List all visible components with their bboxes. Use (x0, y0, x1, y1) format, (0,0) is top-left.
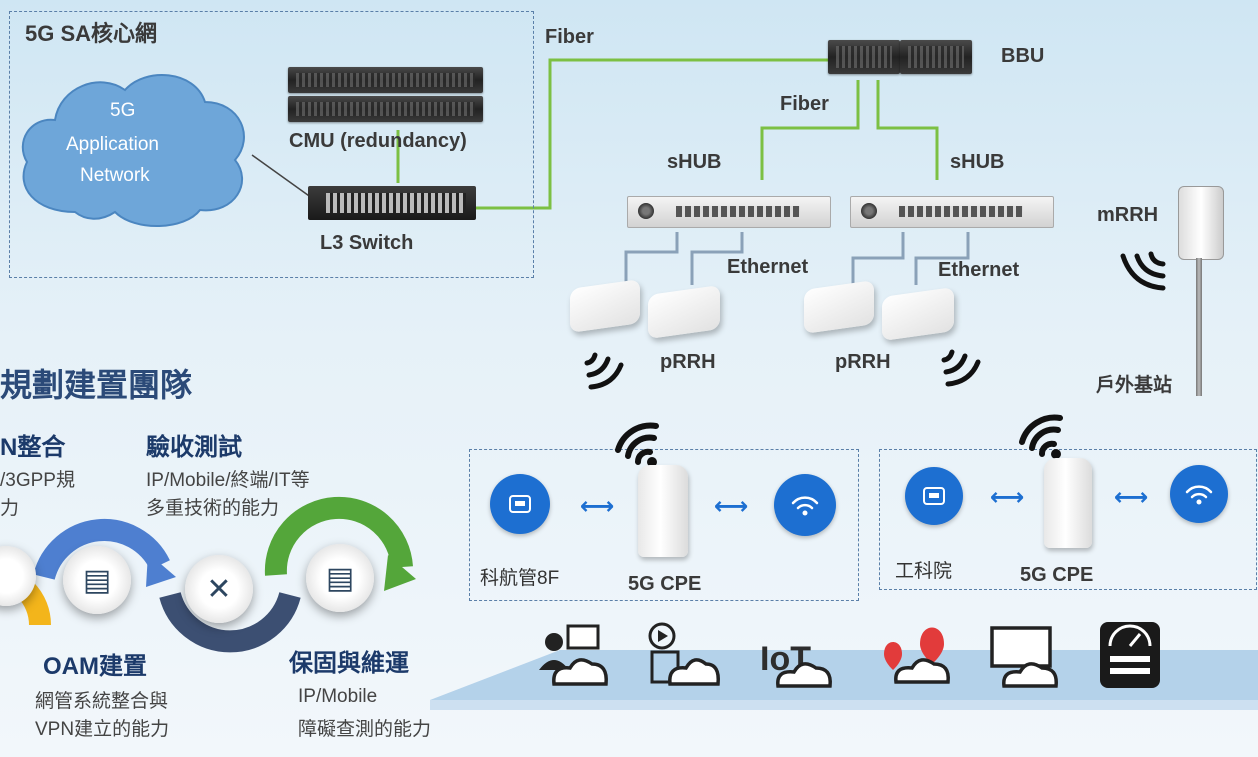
cpe-right-label: 5G CPE (1020, 564, 1094, 586)
double-arrow-icon: ⟷ (1114, 484, 1149, 511)
team-item3-head: OAM建置 (43, 653, 147, 680)
cloud-to-switch-line (251, 154, 313, 199)
signal-wave-icon (584, 352, 624, 390)
core-network-zone (9, 11, 534, 278)
fiber-bbu-to-shub-left (760, 80, 860, 180)
site-zone-left (469, 449, 859, 601)
mrrh-label: mRRH (1097, 204, 1159, 226)
bbu-server-2 (900, 40, 972, 74)
shub-right-label: sHUB (950, 151, 1005, 173)
team-item1-desc-1: /3GPP規 (0, 470, 75, 491)
fiber-lines (396, 58, 939, 210)
cpe-device-left (638, 465, 688, 557)
mrrh-antenna (1178, 186, 1224, 260)
team-item1-desc-2: 力 (0, 498, 20, 519)
cloud-label-2: Application (66, 134, 159, 155)
team-item2-desc-2: 多重技術的能力 (146, 498, 280, 519)
l3-switch-label: L3 Switch (320, 232, 414, 254)
media-cloud-icon (648, 622, 720, 686)
site-zone-right (879, 449, 1257, 590)
team-title: 規劃建置團隊 (0, 367, 193, 403)
team-item3-desc-2: VPN建立的能力 (35, 719, 170, 740)
team-item1-head: N整合 (0, 434, 66, 461)
core-network-title: 5G SA核心網 (25, 21, 158, 46)
fiber-label-mid: Fiber (780, 93, 829, 115)
cmu-server-2 (288, 96, 483, 122)
site-right-label: 工科院 (895, 561, 953, 582)
cloud-icon (21, 74, 245, 228)
team-item4-desc-1: IP/Mobile (298, 686, 378, 707)
outdoor-pole (1196, 258, 1202, 396)
wifi-icon (1170, 465, 1228, 523)
prrh-right-label: pRRH (835, 351, 891, 373)
tools-icon: ✕ (185, 555, 253, 623)
outdoor-station-label: 戶外基站 (1096, 375, 1173, 396)
team-item2-head: 驗收測試 (146, 434, 242, 461)
double-arrow-icon: ⟷ (990, 484, 1025, 511)
signal-wave-icon (941, 349, 981, 387)
prrh-left-label: pRRH (660, 351, 716, 373)
cpe-left-label: 5G CPE (628, 573, 702, 595)
fiber-switch-to-bbu (475, 58, 830, 210)
team-item2-desc-1: IP/Mobile/終端/IT等 (146, 470, 310, 491)
double-arrow-icon: ⟷ (580, 493, 615, 520)
shub-left-label: sHUB (667, 151, 722, 173)
shub-right-device (850, 196, 1054, 228)
presentation-board-icon: ▤ (63, 546, 131, 614)
cpe-device-right (1044, 458, 1092, 548)
l3-switch-device (308, 186, 476, 220)
bbu-server-1 (828, 40, 900, 74)
wifi-icon (1019, 414, 1063, 459)
process-arcs (0, 496, 416, 653)
fiber-bbu-to-shub-right (876, 80, 939, 180)
iot-cloud-icon: IoT (760, 640, 832, 688)
fiber-label-top: Fiber (545, 26, 594, 48)
cloud-label-3: Network (80, 165, 150, 186)
map-cloud-icon (884, 627, 950, 684)
double-arrow-icon: ⟷ (714, 493, 749, 520)
wifi-icon (774, 474, 836, 536)
ethernet-label-left: Ethernet (727, 256, 809, 278)
bbu-label: BBU (1001, 45, 1045, 67)
team-item3-desc-1: 網管系統整合與 (35, 691, 169, 712)
team-item4-head: 保固與維運 (289, 650, 409, 677)
presentation-board-icon: ▤ (306, 544, 374, 612)
cloud-label-1: 5G (110, 100, 136, 121)
cmu-label: CMU (redundancy) (289, 130, 467, 152)
team-item4-desc-2: 障礙查測的能力 (298, 719, 432, 740)
signal-wave-icon (1120, 251, 1166, 291)
meter-icon (1100, 622, 1160, 688)
site-left-label: 科航管8F (480, 568, 560, 589)
video-conference-cloud-icon (539, 624, 608, 686)
monitor-cloud-icon (990, 626, 1058, 688)
shub-left-device (627, 196, 831, 228)
ethernet-label-right: Ethernet (938, 259, 1020, 281)
wifi-icon (615, 422, 659, 467)
cmu-server-1 (288, 67, 483, 93)
ethernet-port-icon (905, 467, 963, 525)
ethernet-port-icon (490, 474, 550, 534)
ethernet-lines (624, 232, 970, 285)
